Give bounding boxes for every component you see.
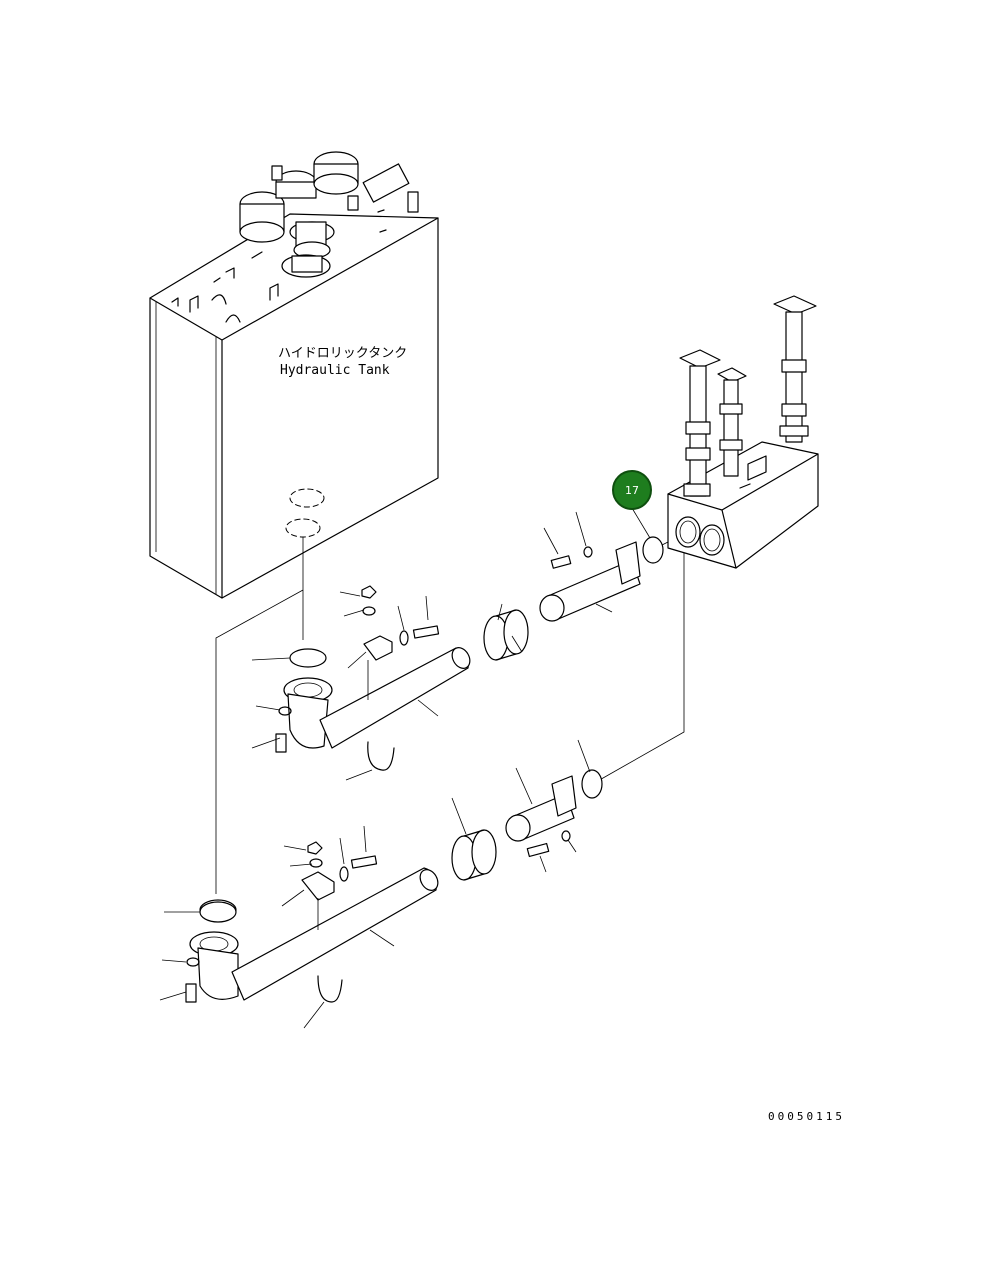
hydraulic-tank: ハイドロリックタンク Hydraulic Tank (149, 151, 439, 599)
riser-right (773, 295, 817, 443)
callout-17-button[interactable]: 17 (612, 470, 652, 510)
riser-left (679, 349, 721, 497)
callout-17-label: 17 (625, 483, 639, 497)
riser-middle (717, 367, 747, 477)
header-block (667, 295, 819, 569)
o-ring-17[interactable] (642, 536, 664, 564)
leader-lines (159, 507, 651, 1029)
gasket-upper-dashed (289, 488, 325, 508)
document-number: 00050115 (768, 1110, 845, 1123)
tank-label-jp: ハイドロリックタンク (278, 346, 407, 361)
tank-top-fittings (171, 151, 419, 323)
upper-pipe-assembly (275, 536, 664, 771)
tank-label-en: Hydraulic Tank (280, 363, 390, 378)
lower-pipe-assembly (185, 769, 603, 1003)
